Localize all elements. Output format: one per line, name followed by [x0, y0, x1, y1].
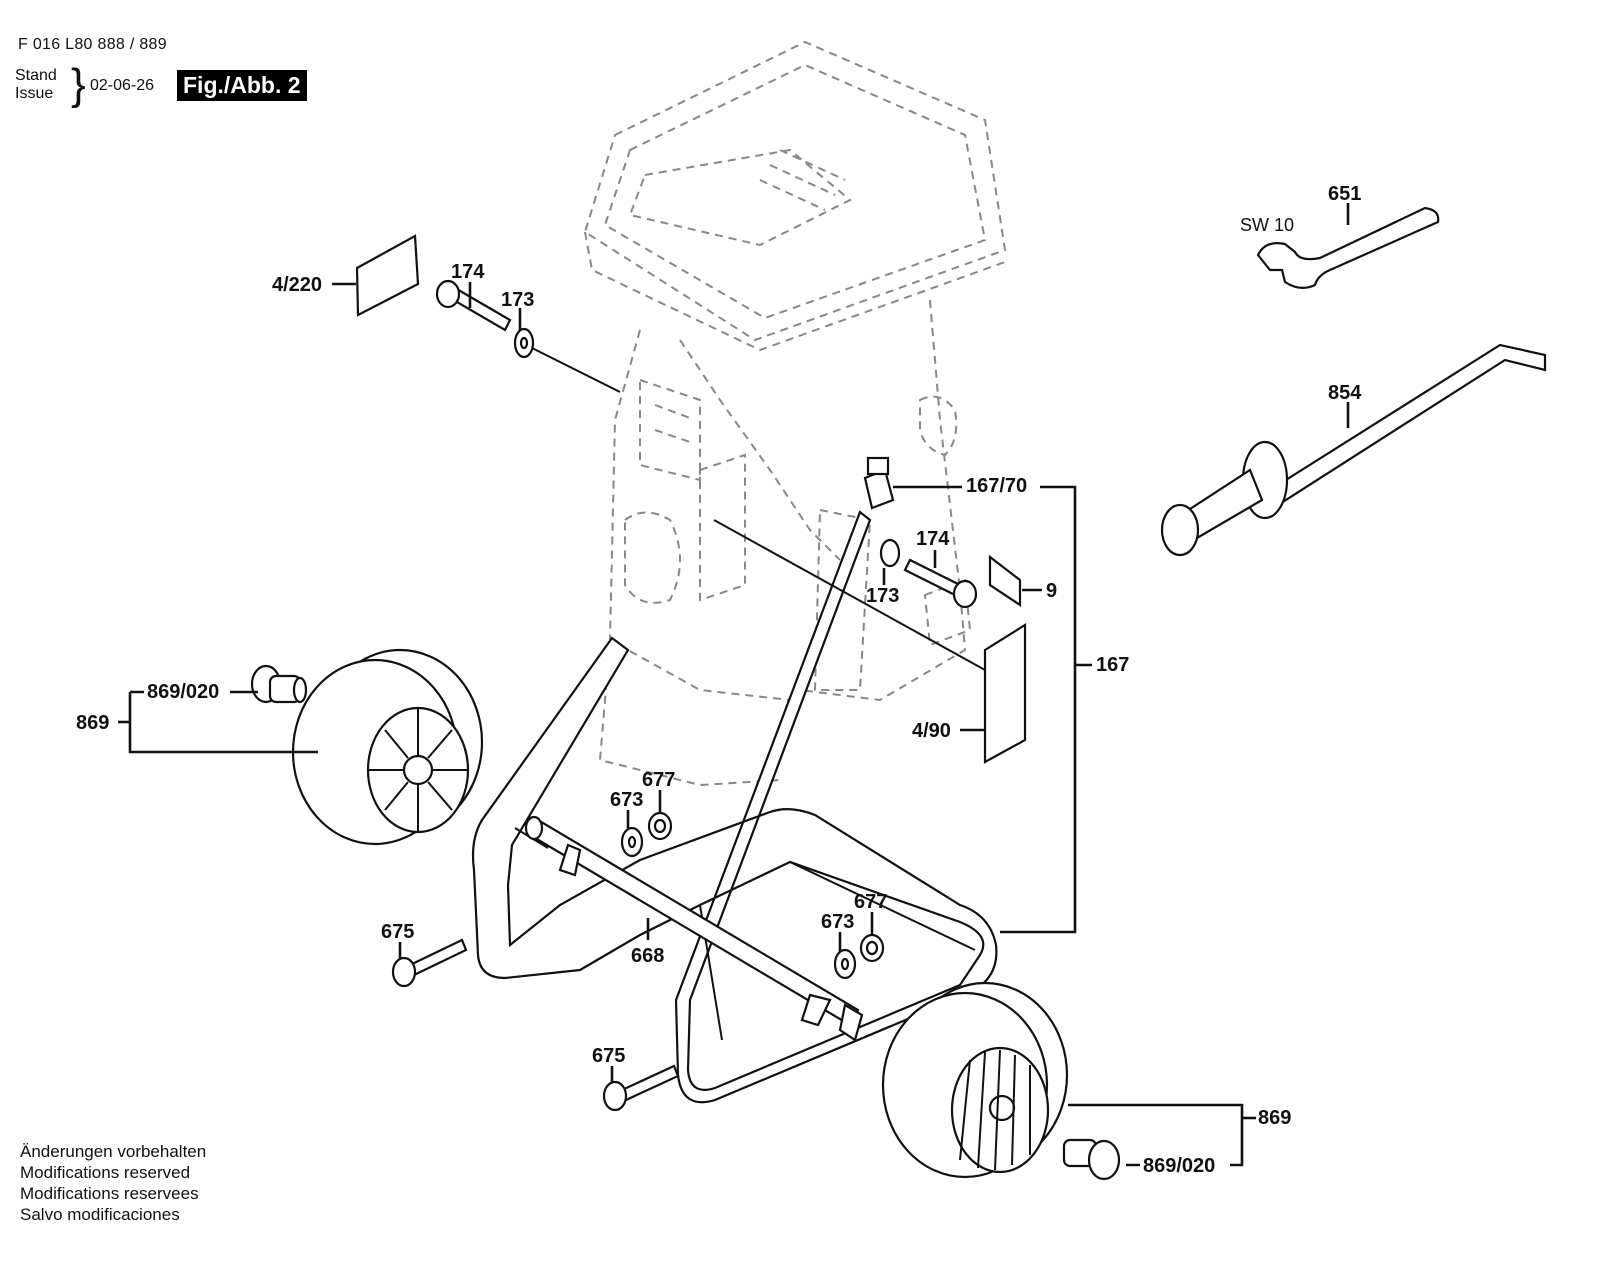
issue-label: Issue	[15, 85, 54, 102]
assembly-line-plate	[713, 519, 986, 671]
footer-line-fr: Modifications reservees	[20, 1184, 199, 1203]
callout-869-020-left: 869/020	[147, 681, 219, 703]
plug-167-70	[863, 456, 895, 510]
nut-677-a	[647, 811, 673, 841]
brace-icon: }	[71, 60, 86, 109]
footer-line-en: Modifications reserved	[20, 1163, 191, 1182]
label-9	[988, 554, 1022, 608]
callout-174-right: 174	[916, 528, 950, 550]
issue-block: Stand Issue } 02-06-26 Fig./Abb. 2	[15, 63, 345, 111]
callout-sw10: SW 10	[1240, 215, 1294, 235]
callout-167: 167	[1096, 654, 1129, 676]
hub-cap-right-869-020	[1062, 1138, 1121, 1181]
washer-673-a	[620, 826, 644, 858]
callout-9: 9	[1046, 580, 1057, 602]
callout-675-a: 675	[381, 921, 414, 943]
wrench-651	[1256, 206, 1440, 289]
washer-673-b	[833, 948, 857, 980]
stand-issue-labels: Stand Issue	[15, 67, 57, 103]
nut-677-b	[859, 933, 885, 963]
callout-668: 668	[631, 945, 664, 967]
callout-173-right: 173	[866, 585, 899, 607]
callout-675-b: 675	[592, 1045, 625, 1067]
footer-line-de: Änderungen vorbehalten	[20, 1142, 207, 1161]
label-plate-4-220	[355, 234, 420, 317]
callout-673-b: 673	[821, 911, 854, 933]
footer-line-es: Salvo modificaciones	[20, 1205, 180, 1224]
footer-notice: Änderungen vorbehalten Modifications res…	[20, 1141, 206, 1225]
callout-651: 651	[1328, 183, 1361, 205]
assembly-line-top	[531, 347, 621, 393]
callout-869-020-right: 869/020	[1143, 1155, 1215, 1177]
washer-173-top	[513, 327, 535, 359]
bolt-174-right	[903, 558, 978, 609]
wheel-left-869	[291, 648, 484, 846]
part-number: F 016 L80 888 / 889	[18, 36, 167, 53]
stand-label: Stand	[15, 67, 57, 84]
callout-4-220: 4/220	[272, 274, 322, 296]
callout-869-right: 869	[1258, 1107, 1291, 1129]
plate-4-90	[983, 623, 1027, 764]
callout-173-top: 173	[501, 289, 534, 311]
washer-173-right	[879, 538, 901, 568]
hub-cap-left-869-020	[250, 664, 308, 704]
callout-167-70: 167/70	[966, 475, 1027, 497]
leader-lines	[118, 203, 1350, 1167]
callout-4-90: 4/90	[912, 720, 951, 742]
callout-174-top: 174	[451, 261, 485, 283]
bolt-675-b	[602, 1064, 680, 1112]
callout-677-b: 677	[854, 891, 887, 913]
callout-854: 854	[1328, 382, 1362, 404]
bolt-174-top	[435, 279, 512, 332]
bolt-675-a	[391, 938, 468, 988]
callout-673-a: 673	[610, 789, 643, 811]
callout-677-a: 677	[642, 769, 675, 791]
tool-854	[1160, 343, 1547, 557]
machine-body-outline	[583, 40, 1007, 787]
figure-badge: Fig./Abb. 2	[177, 70, 307, 101]
issue-date: 02-06-26	[90, 77, 155, 94]
wheel-right-869	[881, 981, 1069, 1179]
axle-668	[524, 815, 864, 1042]
callout-869-left: 869	[76, 712, 109, 734]
